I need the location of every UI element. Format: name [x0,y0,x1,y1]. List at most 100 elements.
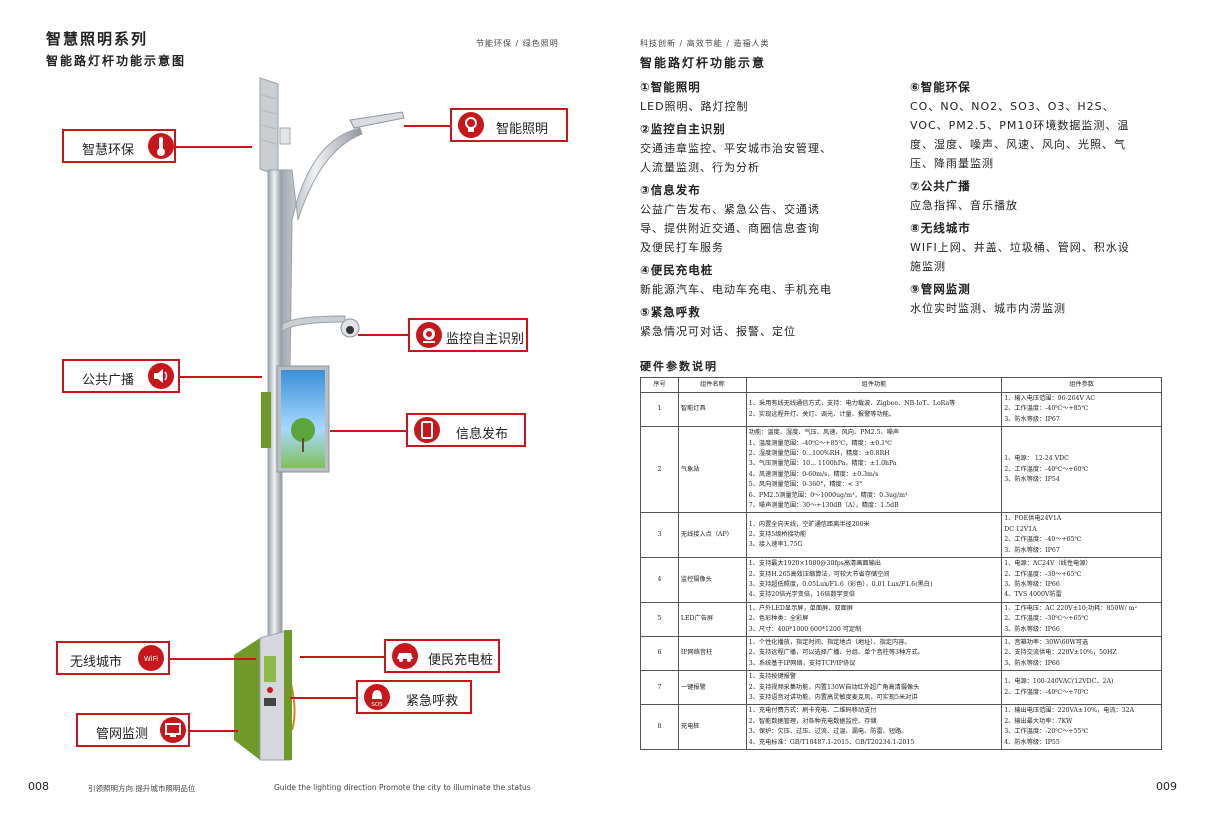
cell-name: 无线接入点（AP） [677,512,747,559]
connector-line [168,658,256,660]
callout-label: 信息发布 [456,427,509,442]
cell-params: 1、输出电压范围：220VA±10%，电流：32A 2、输出最大功率：7KW 3… [1001,704,1162,750]
connector-line [358,334,410,336]
callout-charging: 便民充电桩 [384,639,500,673]
cell-index: 2 [640,426,679,514]
street-light-pole-illustration [234,77,405,761]
feature-body: LED照明、路灯控制 [640,100,749,113]
hardware-section-title: 硬件参数说明 [640,360,718,373]
callout-smart-lighting: 智能照明 [450,108,568,142]
page-number-left: 008 [28,780,49,793]
callout-label: 智慧环保 [82,143,135,158]
left-tagline: 节能环保 / 绿色照明 [476,39,559,48]
feature-item: ③信息发布公益广告发布、紧急公告、交通诱 导、提供附近交通、商圈信息查询 及便民… [640,181,880,257]
footer-cn: 引领照明方向 提升城市照明品位 [88,784,196,793]
callout-smart-env: 智慧环保 [62,129,176,163]
section-title: 智能路灯杆功能示意 [640,56,767,70]
cell-function: 1、采用有线无线通信方式，支持：电力载波、Zigbee、NB-IoT、LoRa等… [745,391,1003,428]
cell-index: 8 [640,704,679,750]
cell-function: 1、内置全向天线，空旷通信距离半径200米 2、支持5级桥接功能 3、接入速率1… [745,512,1003,559]
callout-monitor: 监控自主识别 [408,318,528,352]
cell-name: 智能灯具 [677,391,747,428]
sos-alarm-icon: SOS [364,684,390,710]
cell-name: 充电桩 [677,704,747,750]
table-header-row: 序号 组件名称 组件功能 组件参数 [640,377,1162,393]
cell-name: 监控摄像头 [677,557,747,603]
page-number-right: 009 [1156,780,1177,793]
callout-sos: SOS 紧急呼救 [356,680,472,714]
callout-broadcast: 公共广播 [62,359,180,393]
callout-pipe: 管网监测 [76,713,190,747]
cell-index: 3 [640,512,679,559]
cell-name: 一键报警 [677,670,747,706]
feature-item: ⑤紧急呼救紧急情况可对话、报警、定位 [640,303,880,341]
feature-heading: ③信息发布 [640,183,701,197]
footer-en: Guide the lighting direction Promote the… [274,783,531,792]
speaker-icon [148,363,174,389]
feature-body: 公益广告发布、紧急公告、交通诱 导、提供附近交通、商圈信息查询 及便民打车服务 [640,203,820,254]
feature-heading: ⑤紧急呼救 [640,305,701,319]
monitor-screen-icon [160,717,186,743]
car-icon [392,643,418,669]
callout-wireless: 无线城市 WiFi [56,641,170,675]
feature-heading: ⑨管网监测 [910,282,971,296]
cell-index: 7 [640,670,679,706]
camera-icon [416,322,442,348]
connector-line [300,656,386,658]
sos-icon-text: SOS [371,702,383,708]
column-header: 组件功能 [745,377,1003,393]
cell-index: 4 [640,557,679,603]
connector-line [180,376,262,378]
cell-function: 1、支持最大1920×1080@30fps高清画面输出 2、支持H.265高效压… [745,557,1003,603]
feature-body: WIFI上网、井盖、垃圾桶、管网、积水设 施监测 [910,241,1130,273]
column-header: 组件参数 [1001,377,1162,393]
callout-info: 信息发布 [406,413,526,447]
thermometer-icon [148,133,174,159]
callout-label: 监控自主识别 [446,332,525,347]
cell-params: 1、电源： 12-24 VDC 2、工作温度：-40℃～+60℃ 3、防水等级：… [1001,426,1162,514]
tablet-icon [414,417,440,443]
cell-params: 1、电源：100-240VAC(12VDC、2A) 2、工作温度：-40℃～+7… [1001,670,1162,706]
feature-item: ⑦公共广播应急指挥、音乐播放 [910,177,1172,215]
feature-item: ⑨管网监测水位实时监测、城市内涝监测 [910,280,1172,318]
feature-item: ④便民充电桩新能源汽车、电动车充电、手机充电 [640,261,880,299]
feature-heading: ②监控自主识别 [640,122,726,136]
feature-item: ②监控自主识别交通违章监控、平安城市治安管理、 人流量监测、行为分析 [640,120,880,177]
cell-function: 1、充电付费方式：刷卡充电、二维码移动支付 2、智能数据管理，对各种充电数据监控… [745,704,1003,750]
cell-params: 1、音箱功率：30W\60W可选 2、支持交流供电：220V±10%，50HZ … [1001,635,1162,672]
feature-body: 水位实时监测、城市内涝监测 [910,302,1066,315]
cell-name: LED广告屏 [677,601,747,637]
feature-heading: ⑦公共广播 [910,179,971,193]
cell-params: 1、工作电压：AC 220V±10;功耗：850W/ m² 2、工作温度：-30… [1001,601,1162,637]
callout-label: 紧急呼救 [406,694,459,709]
column-header: 组件名称 [677,377,747,393]
connector-line [290,697,358,699]
callout-label: 管网监测 [96,727,149,742]
callout-label: 公共广播 [82,373,135,388]
feature-body: 新能源汽车、电动车充电、手机充电 [640,283,832,296]
cell-params: 1、电源：AC24V（线性电源） 2、工作温度：-30～+65℃ 3、防水等级：… [1001,557,1162,603]
cell-params: 1、POE供电24V1A DC 12V1A 2、工作温度：-40～+65℃ 3、… [1001,512,1162,559]
callout-label: 便民充电桩 [428,653,494,668]
cell-index: 1 [640,391,679,428]
feature-heading: ④便民充电桩 [640,263,714,277]
connector-line [330,430,408,432]
cell-function: 1、户外LED显示屏，单面屏、双面屏 2、色彩种类：全彩屏 3、尺寸：400*1… [745,601,1003,637]
cell-function: 功能：温度、湿度、气压、风速、风向、PM2.5、噪声 1、温度测量范围：-40℃… [745,426,1003,514]
lightbulb-icon [458,112,484,138]
column-header: 序号 [640,377,679,393]
page-title: 智慧照明系列 [46,30,149,48]
feature-body: 紧急情况可对话、报警、定位 [640,325,796,338]
